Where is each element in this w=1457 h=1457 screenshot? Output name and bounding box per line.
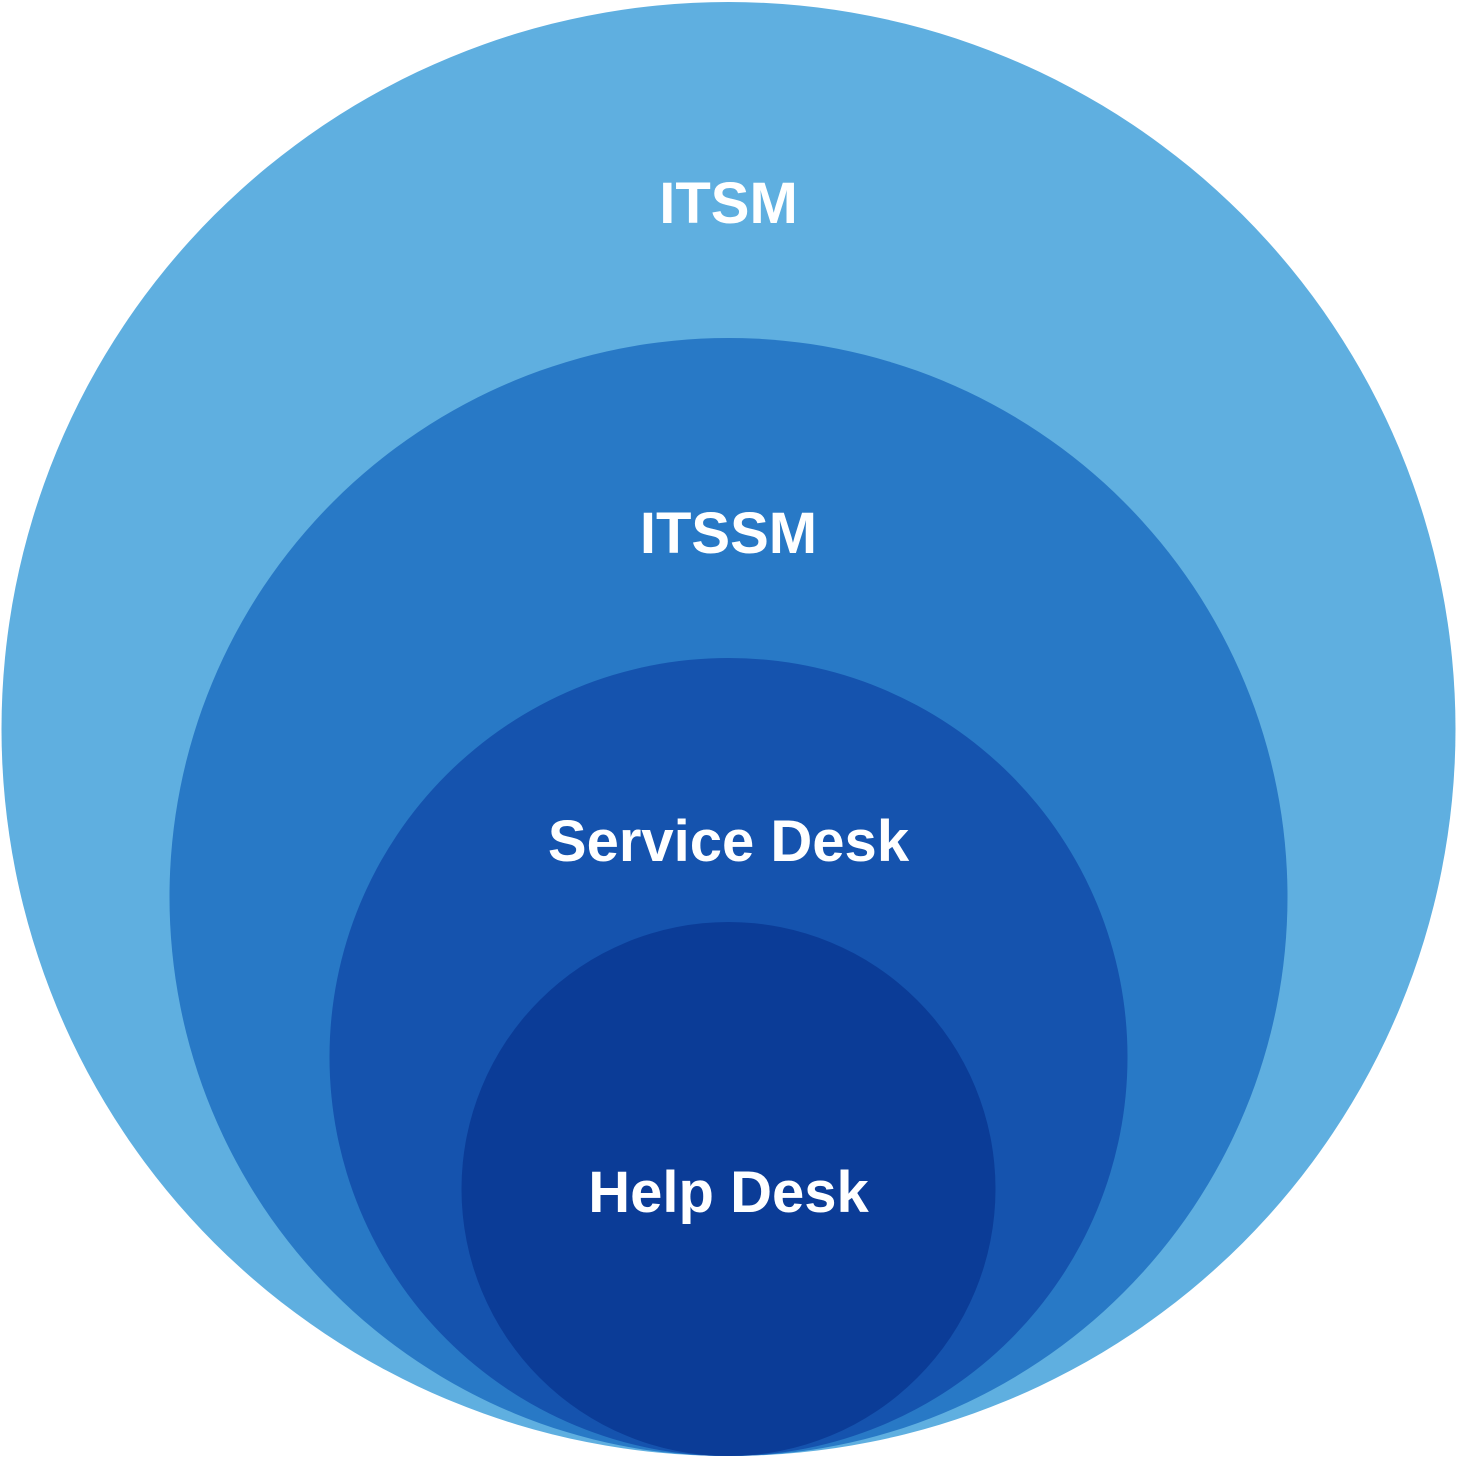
ring-label-itsm: ITSM bbox=[659, 171, 798, 236]
ring-help-desk bbox=[461, 922, 996, 1456]
ring-label-help-desk: Help Desk bbox=[588, 1160, 869, 1225]
ring-label-service-desk: Service Desk bbox=[548, 809, 910, 874]
ring-label-itssm: ITSSM bbox=[640, 501, 817, 566]
